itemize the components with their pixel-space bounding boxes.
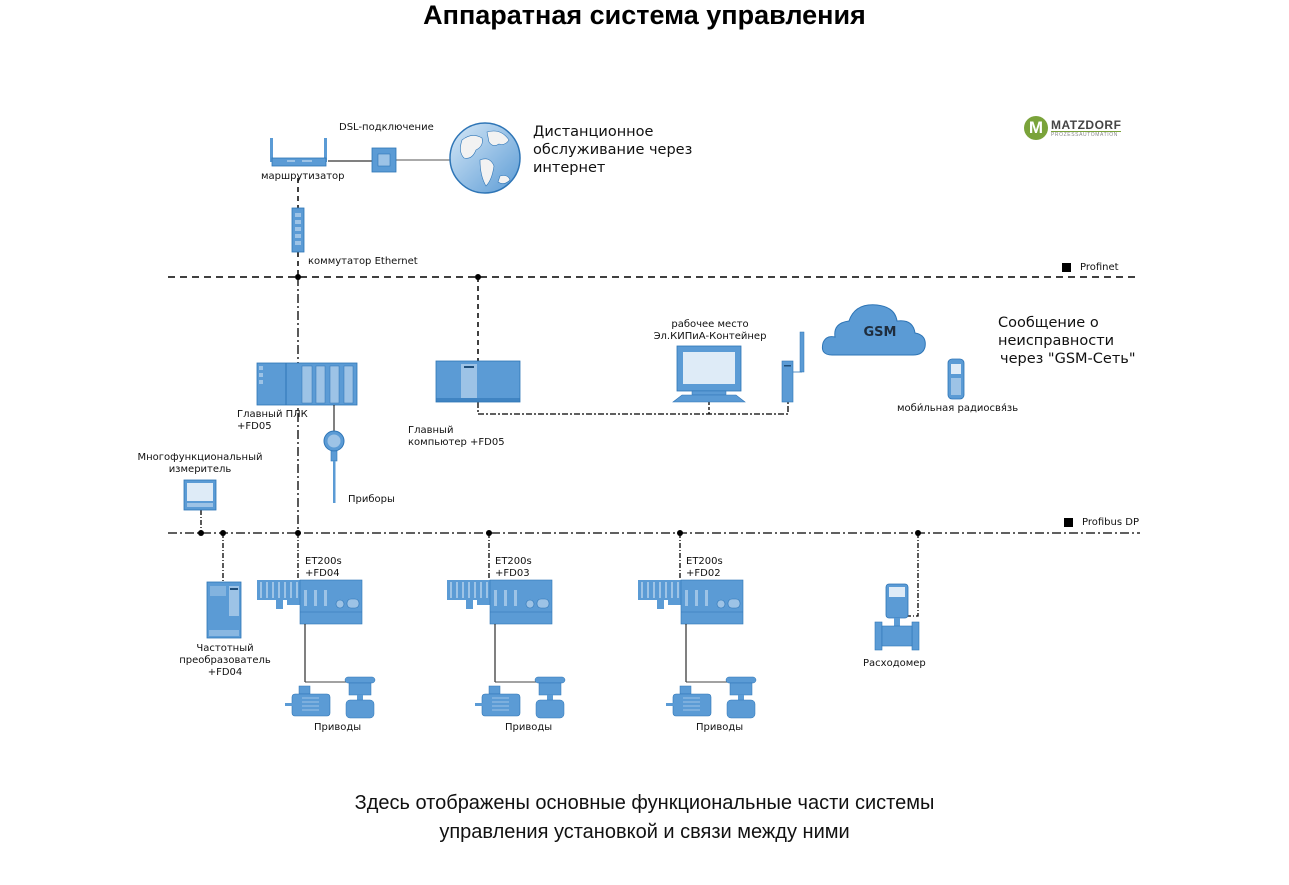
drives-label-fd02: Приводы — [696, 722, 744, 733]
control-valve-icon[interactable] — [344, 676, 376, 719]
main-computer-icon[interactable] — [435, 360, 521, 403]
legend-square-icon — [1062, 263, 1071, 272]
station-code: +FD04 — [305, 568, 340, 579]
motor-icon[interactable] — [666, 685, 712, 717]
station-name: ET200s — [495, 556, 532, 567]
control-valve-icon[interactable] — [725, 676, 757, 719]
mobile-label: моби́льная радиосвя́зь — [897, 403, 1019, 414]
station-label-fd04: ET200s +FD04 — [305, 556, 342, 580]
motor-icon[interactable] — [475, 685, 521, 717]
station-code: +FD03 — [495, 568, 530, 579]
router-label: маршрутизатор — [261, 171, 345, 182]
plc-label-line: +FD05 — [237, 421, 272, 432]
workstation-label: рабочее место Эл.КИПиА-Контейнер — [640, 319, 780, 343]
globe-icon — [449, 122, 521, 194]
logo-name: MATZDORF — [1051, 117, 1122, 132]
matzdorf-logo: M MATZDORF PROZESSAUTOMATION — [1024, 116, 1122, 140]
et200s-station-icon[interactable] — [638, 579, 744, 625]
profinet-legend: Profinet — [1062, 262, 1119, 273]
gsm-message-text: Сообщение о неисправности через "GSM-Сет… — [998, 314, 1136, 368]
switch-label: коммутатор Ethernet — [308, 256, 418, 267]
flowmeter-drop — [905, 533, 919, 617]
flowmeter-icon[interactable] — [874, 583, 920, 651]
plc-label-line: Главный ПЛК — [237, 409, 308, 420]
junction-dot — [220, 530, 226, 536]
remote-line: обслуживание через — [533, 142, 693, 158]
logo-mark: M — [1024, 116, 1048, 140]
diagram-title: Аппаратная система управления — [423, 0, 866, 30]
workstation-label-line: Эл.КИПиА-Контейнер — [653, 331, 767, 342]
junction-dot — [198, 530, 204, 536]
gsm-message-line: Сообщение о — [998, 315, 1099, 331]
gsm-label: GSM — [863, 325, 897, 340]
vfd-label: Частотный преобразователь +FD04 — [170, 643, 280, 679]
gsm-cloud-icon — [821, 304, 926, 356]
station-name: ET200s — [686, 556, 723, 567]
gsm-message-line: неисправности — [998, 333, 1115, 349]
computer-workstation-link — [477, 402, 789, 415]
caption-line: Здесь отображены основные функциональные… — [354, 792, 935, 814]
profinet-label: Profinet — [1080, 262, 1119, 273]
control-valve-icon[interactable] — [534, 676, 566, 719]
junction-dot — [475, 274, 481, 280]
multimeter-label: Многофункциональный измеритель — [130, 452, 270, 476]
dsl-modem-icon[interactable] — [371, 147, 397, 173]
flowmeter-label: Расходомер — [863, 658, 926, 669]
main-plc-icon[interactable] — [256, 362, 358, 406]
drives-label-fd03: Приводы — [505, 722, 553, 733]
ethernet-switch-icon[interactable] — [291, 207, 305, 253]
logo-tagline: PROZESSAUTOMATION — [1051, 130, 1122, 138]
et200s-station-icon[interactable] — [447, 579, 553, 625]
caption-line: управления установкой и связи между ними — [439, 821, 850, 843]
computer-label: Главный компьютер +FD05 — [408, 425, 505, 449]
station-name: ET200s — [305, 556, 342, 567]
remote-line: Дистанционное — [533, 124, 654, 140]
vfd-label-line: преобразователь — [179, 655, 271, 666]
junction-dot — [486, 530, 492, 536]
remote-service-text: Дистанционное обслуживание через интерне… — [533, 123, 692, 177]
instruments-label: Приборы — [348, 494, 395, 505]
motor-icon[interactable] — [285, 685, 331, 717]
et200s-station-icon[interactable] — [257, 579, 363, 625]
workstation-label-line: рабочее место — [671, 319, 749, 330]
multifunction-meter-icon[interactable] — [183, 479, 217, 511]
junction-dot — [915, 530, 921, 536]
computer-label-line: компьютер +FD05 — [408, 437, 505, 448]
junction-dot — [295, 530, 301, 536]
junction-dot — [677, 530, 683, 536]
multimeter-label-line: Многофункциональный — [137, 452, 263, 463]
gsm-message-line: через "GSM-Сеть" — [1000, 351, 1136, 367]
station-label-fd03: ET200s +FD03 — [495, 556, 532, 580]
mobile-phone-icon[interactable] — [947, 358, 965, 400]
junction-dot — [295, 274, 301, 280]
station-label-fd02: ET200s +FD02 — [686, 556, 723, 580]
workstation-icon[interactable] — [672, 345, 746, 403]
vfd-label-line: +FD04 — [207, 667, 243, 678]
dsl-label: DSL-подключение — [339, 122, 434, 133]
multimeter-label-line: измеритель — [168, 464, 232, 475]
remote-line: интернет — [533, 160, 606, 176]
instrument-transmitter-icon[interactable] — [323, 430, 345, 503]
profibus-legend: Profibus DP — [1064, 517, 1139, 528]
caption-text: Здесь отображены основные функциональные… — [0, 789, 1289, 847]
computer-label-line: Главный — [408, 425, 454, 436]
drives-label-fd04: Приводы — [314, 722, 362, 733]
station-code: +FD02 — [686, 568, 721, 579]
frequency-converter-icon[interactable] — [206, 581, 242, 639]
profibus-label: Profibus DP — [1082, 517, 1139, 528]
legend-square-icon — [1064, 518, 1073, 527]
vfd-label-line: Частотный — [196, 643, 254, 654]
gsm-modem-icon[interactable] — [781, 331, 805, 403]
router-icon[interactable] — [270, 138, 327, 167]
plc-label: Главный ПЛК +FD05 — [237, 409, 308, 433]
